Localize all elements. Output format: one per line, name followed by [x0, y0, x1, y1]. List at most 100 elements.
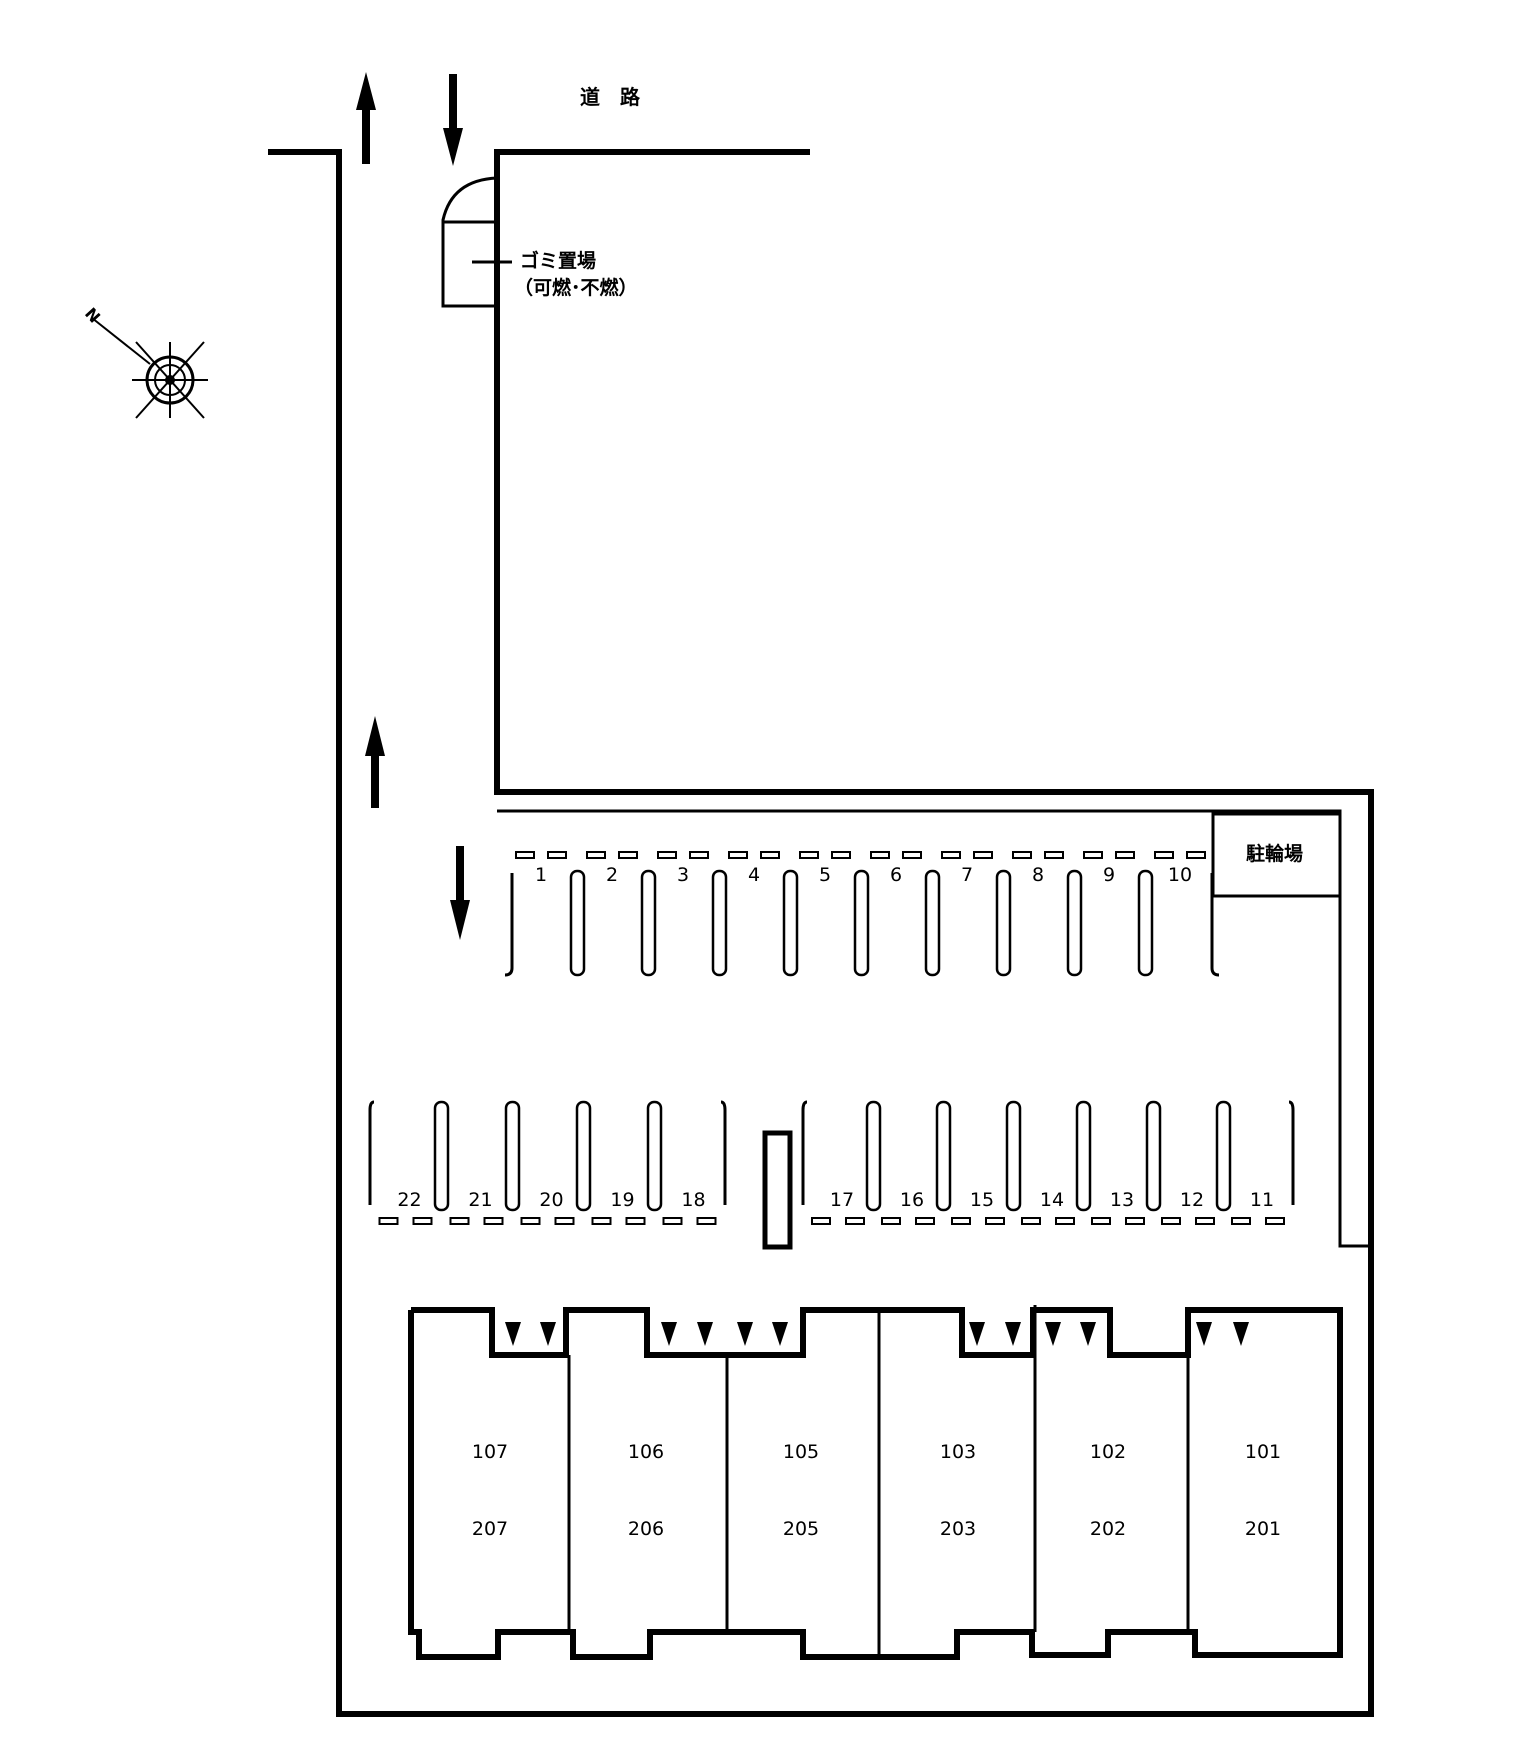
parking-space-number: 21 [468, 1189, 492, 1211]
wheel-stop [951, 1217, 971, 1225]
bay-divider [924, 869, 941, 977]
parking-space-number: 10 [1168, 864, 1192, 886]
bay-divider [368, 1100, 375, 1205]
wheel-stop [483, 1217, 504, 1225]
parking-space-number: 17 [830, 1189, 854, 1211]
wheel-stop [1012, 851, 1032, 859]
parking-space-number: 2 [606, 864, 618, 886]
pillar [762, 1130, 793, 1250]
arrow-down-icon [443, 74, 463, 166]
garbage-area: ゴミ置場 （可燃･不燃） [441, 176, 638, 308]
parking-space-number: 3 [677, 864, 689, 886]
wheel-stop [1161, 1217, 1181, 1225]
road-label: 道 路 [580, 85, 641, 109]
unit-number-ground: 101 [1245, 1441, 1281, 1463]
bay-divider [995, 869, 1012, 977]
bicycle-parking: 駐輪場 [1211, 812, 1342, 898]
bay-divider [575, 1100, 592, 1212]
parking-space-number: 15 [970, 1189, 994, 1211]
wheel-stop [1083, 851, 1103, 859]
wheel-stop [547, 851, 567, 859]
wheel-stop [378, 1217, 399, 1225]
wheel-stop [1091, 1217, 1111, 1225]
wheel-stop [657, 851, 677, 859]
wheel-stop [1044, 851, 1064, 859]
arrow-up-icon [365, 716, 385, 808]
bay-divider [711, 869, 728, 977]
bay-divider [646, 1100, 663, 1212]
wheel-stop [941, 851, 961, 859]
wheel-stop [1055, 1217, 1075, 1225]
wheel-stop [1125, 1217, 1145, 1225]
bay-divider [1215, 1100, 1232, 1212]
wheel-stop [973, 851, 993, 859]
garbage-label-1: ゴミ置場 [520, 249, 596, 272]
bay-divider [853, 869, 870, 977]
garbage-label-2: （可燃･不燃） [514, 276, 638, 299]
bicycle-parking-label: 駐輪場 [1246, 842, 1303, 865]
unit-number-upper: 201 [1245, 1518, 1281, 1540]
parking-space-number: 9 [1103, 864, 1115, 886]
bay-divider [801, 1100, 808, 1205]
wheel-stop [515, 851, 535, 859]
bay-divider [569, 869, 586, 977]
entrance-marker-icon [1045, 1322, 1061, 1346]
parking-space-number: 1 [535, 864, 547, 886]
wheel-stop [689, 851, 709, 859]
entrance-markers [505, 1322, 1249, 1346]
unit-number-ground: 106 [628, 1441, 664, 1463]
wheel-stop [449, 1217, 470, 1225]
unit-number-upper: 207 [472, 1518, 508, 1540]
entrance-marker-icon [969, 1322, 985, 1346]
arrow-down-icon [450, 846, 470, 940]
wheel-stop [554, 1217, 575, 1225]
bay-divider [865, 1100, 882, 1212]
entrance-marker-icon [697, 1322, 713, 1346]
compass-north-label: N [81, 304, 104, 327]
entrance-marker-icon [661, 1322, 677, 1346]
entrance-marker-icon [1196, 1322, 1212, 1346]
bay-divider [1005, 1100, 1022, 1212]
wheel-stop [412, 1217, 433, 1225]
wheel-stop [586, 851, 606, 859]
wheel-stop [520, 1217, 541, 1225]
bay-divider [1066, 869, 1083, 977]
unit-number-upper: 202 [1090, 1518, 1126, 1540]
wheel-stop [902, 851, 922, 859]
parking-space-number: 6 [890, 864, 902, 886]
bay-divider [782, 869, 799, 977]
parking-space-number: 4 [748, 864, 760, 886]
parking-space-number: 20 [539, 1189, 563, 1211]
wheel-stop [811, 1217, 831, 1225]
wheel-stop [1021, 1217, 1041, 1225]
parking-space-number: 22 [397, 1189, 421, 1211]
wheel-stop [1265, 1217, 1285, 1225]
wheel-stop [799, 851, 819, 859]
unit-number-upper: 206 [628, 1518, 664, 1540]
wheel-stop [1115, 851, 1135, 859]
wheel-stop [845, 1217, 865, 1225]
bay-divider [720, 1100, 727, 1205]
wheel-stop [870, 851, 890, 859]
wheel-stop [696, 1217, 717, 1225]
wheel-stop [831, 851, 851, 859]
wheel-stop [591, 1217, 612, 1225]
arrow-up-icon [356, 72, 376, 164]
bay-divider [1288, 1100, 1295, 1205]
entrance-marker-icon [737, 1322, 753, 1346]
entrance-marker-icon [1080, 1322, 1096, 1346]
parking-space-number: 8 [1032, 864, 1044, 886]
parking-space-number: 11 [1250, 1189, 1274, 1211]
wheel-stop [625, 1217, 646, 1225]
bay-divider [640, 869, 657, 977]
wheel-stop [618, 851, 638, 859]
lot-boundary [268, 149, 1374, 1717]
wheel-stop [760, 851, 780, 859]
bay-divider [504, 1100, 521, 1212]
compass-rose-icon: N [81, 304, 208, 419]
entrance-marker-icon [1005, 1322, 1021, 1346]
unit-number-ground: 107 [472, 1441, 508, 1463]
